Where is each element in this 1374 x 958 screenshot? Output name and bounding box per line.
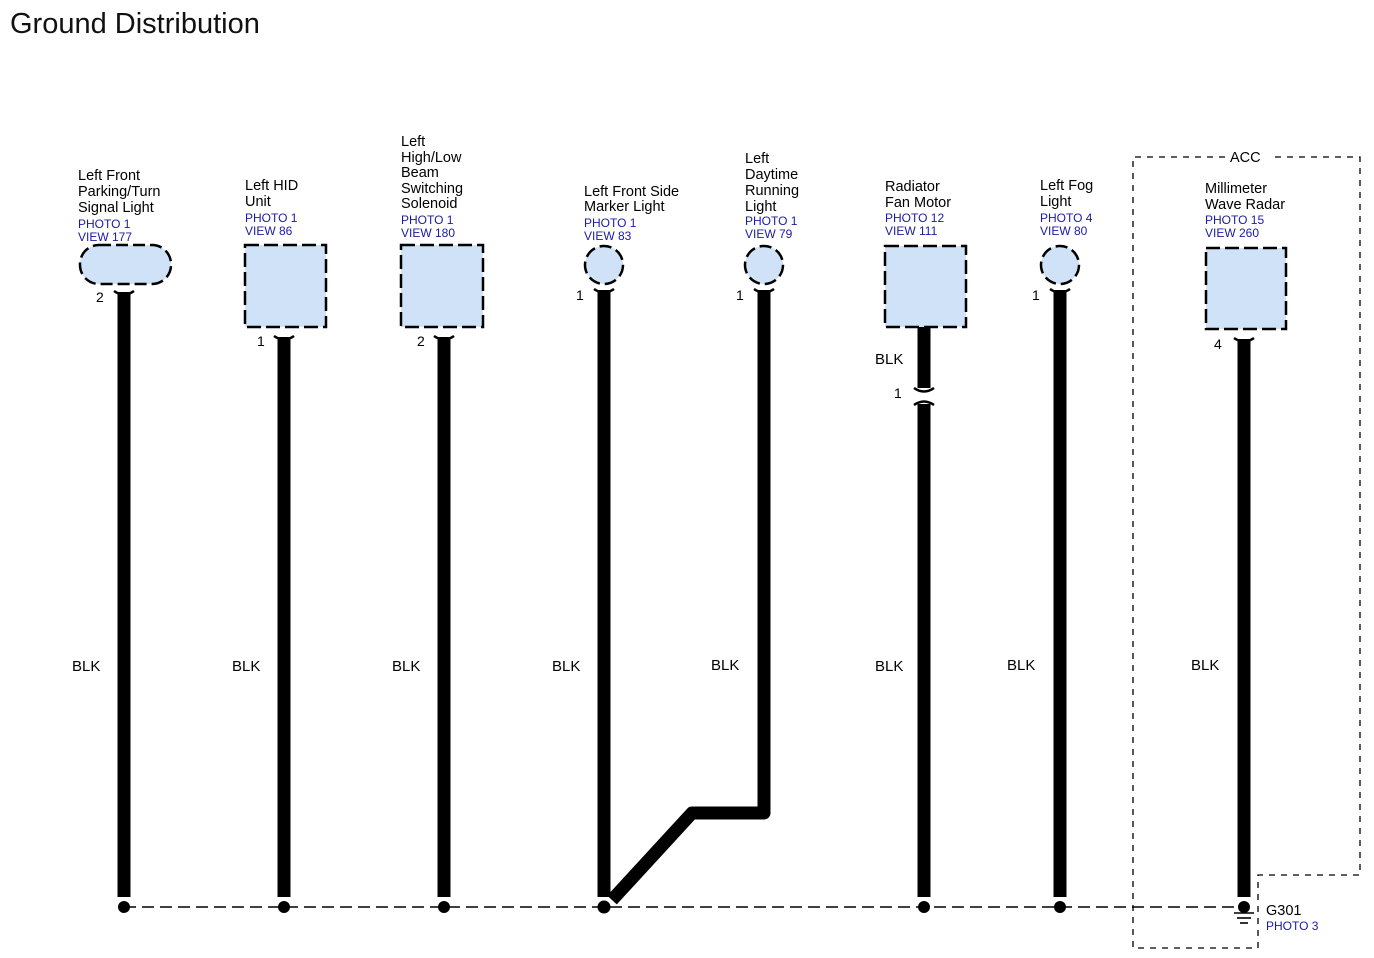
component-name-line: Signal Light [78, 200, 154, 216]
photo-ref: PHOTO 1 [78, 217, 131, 231]
connector-shape [399, 243, 485, 329]
pin-caps [113, 287, 1255, 407]
component-radiator-fan-motor[interactable]: Radiator Fan Motor PHOTO 12 VIEW 111 BLK… [875, 179, 968, 401]
photo-ref: PHOTO 12 [885, 211, 944, 225]
pin-number: 4 [1214, 336, 1222, 352]
view-ref: VIEW 79 [745, 227, 793, 241]
component-name-line: High/Low [401, 150, 462, 166]
view-ref: VIEW 111 [885, 224, 938, 238]
component-name-line: Daytime [745, 167, 798, 183]
connector-shape [243, 243, 328, 329]
view-ref: VIEW 260 [1205, 226, 1259, 240]
inline-pin-number: 1 [894, 385, 902, 401]
component-name-line: Light [745, 199, 776, 215]
component-millimeter-wave-radar[interactable]: Millimeter Wave Radar PHOTO 15 VIEW 260 … [1204, 181, 1288, 352]
ground-photo-ref: PHOTO 3 [1266, 919, 1319, 933]
photo-ref: PHOTO 1 [584, 216, 637, 230]
pin-number: 2 [417, 333, 425, 349]
component-name-line: Left HID [245, 178, 298, 194]
component-name-line: Left Front [78, 168, 140, 184]
svg-text:Left HID Unit: Left HID Unit [245, 178, 302, 210]
component-name-line: Millimeter [1205, 181, 1267, 197]
component-name-line: Unit [245, 194, 271, 210]
acc-label: ACC [1230, 150, 1261, 166]
component-name-line: Solenoid [401, 196, 457, 212]
component-name-line: Fan Motor [885, 195, 951, 211]
component-name-line: Radiator [885, 179, 940, 195]
wire-color-label: BLK [875, 658, 903, 675]
connector-shape [1204, 246, 1288, 331]
component-left-high-low-beam-switching-solenoid[interactable]: Left High/Low Beam Switching Solenoid PH… [399, 134, 485, 349]
pin-number: 1 [576, 287, 584, 303]
ground-icon [1234, 912, 1254, 924]
pin-number: 2 [96, 289, 104, 305]
component-left-hid-unit[interactable]: Left HID Unit PHOTO 1 VIEW 86 1 [243, 178, 328, 349]
view-ref: VIEW 80 [1040, 224, 1088, 238]
svg-text:Left High/Low Beam: Left High/Low Beam Switching Solenoid [401, 134, 467, 212]
view-ref: VIEW 83 [584, 229, 632, 243]
wire-color-labels: BLK BLK BLK BLK BLK BLK BLK BLK [72, 657, 1219, 675]
component-name-line: Parking/Turn [78, 184, 160, 200]
component-name-line: Wave Radar [1205, 197, 1285, 213]
wire-color-label: BLK [72, 658, 100, 675]
component-left-fog-light[interactable]: Left Fog Light PHOTO 4 VIEW 80 1 [1032, 178, 1097, 303]
connector-shape [583, 244, 625, 286]
component-name-line: Left [401, 134, 425, 150]
splice-points [118, 900, 1250, 914]
component-name-line: Left Fog [1040, 178, 1093, 194]
wire-c5 [607, 290, 771, 905]
component-name-line: Marker Light [584, 199, 665, 215]
component-name-line: Light [1040, 194, 1071, 210]
component-left-front-parking-turn-signal-light[interactable]: Left Front Parking/Turn Signal Light PHO… [78, 168, 173, 305]
photo-ref: PHOTO 1 [745, 214, 798, 228]
component-name-line: Left [745, 151, 769, 167]
svg-text:Millimeter Wave Radar: Millimeter Wave Radar [1205, 181, 1285, 213]
component-left-front-side-marker-light[interactable]: Left Front Side Marker Light PHOTO 1 VIE… [576, 184, 683, 303]
wire-color-label: BLK [232, 658, 260, 675]
component-name-line: Switching [401, 181, 463, 197]
photo-ref: PHOTO 4 [1040, 211, 1093, 225]
component-name-line: Running [745, 183, 799, 199]
photo-ref: PHOTO 15 [1205, 213, 1264, 227]
component-name-line: Beam [401, 165, 439, 181]
view-ref: VIEW 180 [401, 226, 455, 240]
pin-number: 1 [736, 287, 744, 303]
component-name-line: Left Front Side [584, 184, 679, 200]
acc-boundary [1132, 156, 1361, 949]
view-ref: VIEW 177 [78, 230, 132, 244]
photo-ref: PHOTO 1 [401, 213, 454, 227]
pin-number: 1 [1032, 287, 1040, 303]
svg-text:Left Front Side Marker L: Left Front Side Marker Light [584, 184, 683, 215]
svg-text:Left Fog Light: Left Fog Light [1040, 178, 1097, 210]
connector-shape [1039, 244, 1081, 286]
connector-shape [883, 244, 968, 329]
page-title: Ground Distribution [10, 8, 260, 40]
photo-ref: PHOTO 1 [245, 211, 298, 225]
pin-number: 1 [257, 333, 265, 349]
svg-text:Left Daytime Runni: Left Daytime Running Light [745, 151, 803, 215]
wire-color-label: BLK [1191, 657, 1219, 674]
wire-color-label: BLK [711, 657, 739, 674]
svg-text:Radiator Fan Motor: Radiator Fan Motor [885, 179, 951, 211]
wire-color-label-top: BLK [875, 351, 903, 368]
wire-color-label: BLK [552, 658, 580, 675]
svg-text:Left Front Parking/Turn: Left Front Parking/Turn Signal Light [78, 168, 165, 216]
component-left-daytime-running-light[interactable]: Left Daytime Running Light PHOTO 1 VIEW … [736, 151, 803, 303]
wire-color-label: BLK [392, 658, 420, 675]
ground-name: G301 [1266, 903, 1301, 919]
wire-color-label: BLK [1007, 657, 1035, 674]
connector-shape [743, 244, 785, 286]
view-ref: VIEW 86 [245, 224, 293, 238]
connector-shape [78, 243, 173, 286]
